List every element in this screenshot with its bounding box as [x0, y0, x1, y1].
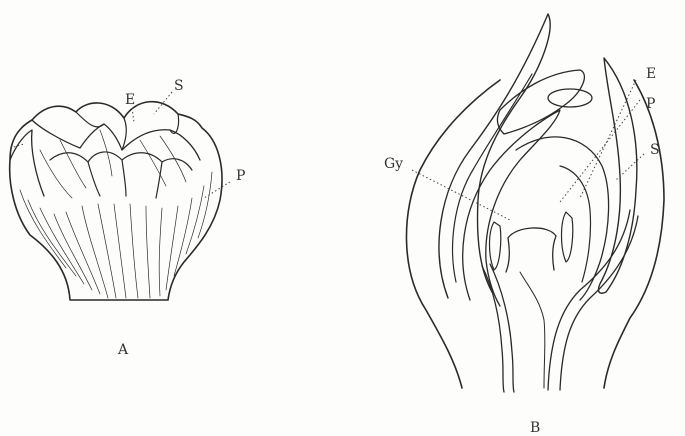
label-a-e: E: [125, 92, 135, 108]
section-fold: [497, 70, 584, 134]
label-b-e: E: [646, 66, 656, 82]
label-b-p: P: [646, 96, 655, 112]
section-gynoecium: [506, 228, 556, 272]
leader-b-p: [560, 100, 640, 202]
bud-petal-cap: [32, 120, 200, 160]
section-sepal-right-inner: [560, 166, 591, 282]
section-stamen-left: [490, 222, 501, 270]
section-small-oval: [548, 89, 592, 107]
label-a-p: P: [236, 168, 245, 184]
bud-outline: [10, 102, 222, 300]
bud-petal-cap: [88, 160, 162, 198]
caption-a: A: [117, 342, 129, 358]
bud-left-lobe: [10, 130, 44, 196]
caption-b: B: [530, 420, 540, 436]
figure-a-bud: E S P A: [10, 78, 246, 358]
label-b-gy: Gy: [384, 156, 403, 172]
bud-petal-cap: [50, 152, 192, 170]
figure-b-section: Gy E P S B: [384, 14, 664, 436]
section-stalk-right-a: [548, 210, 630, 390]
section-stamen-right: [562, 212, 573, 262]
label-a-s: S: [174, 78, 184, 94]
section-petal-inner: [453, 74, 532, 282]
section-receptacle: [520, 272, 545, 388]
label-b-s: S: [650, 142, 660, 158]
leader-b-s: [616, 154, 644, 180]
section-stalk-left-a: [482, 266, 504, 392]
leader-b-e: [580, 80, 636, 198]
leader-a-p: [204, 182, 230, 198]
section-petal-top: [439, 14, 550, 298]
section-sepal-right: [516, 137, 609, 300]
section-petal-right: [599, 58, 637, 293]
section-stalk-left-b: [490, 264, 514, 392]
leader-a-e: [132, 108, 134, 122]
